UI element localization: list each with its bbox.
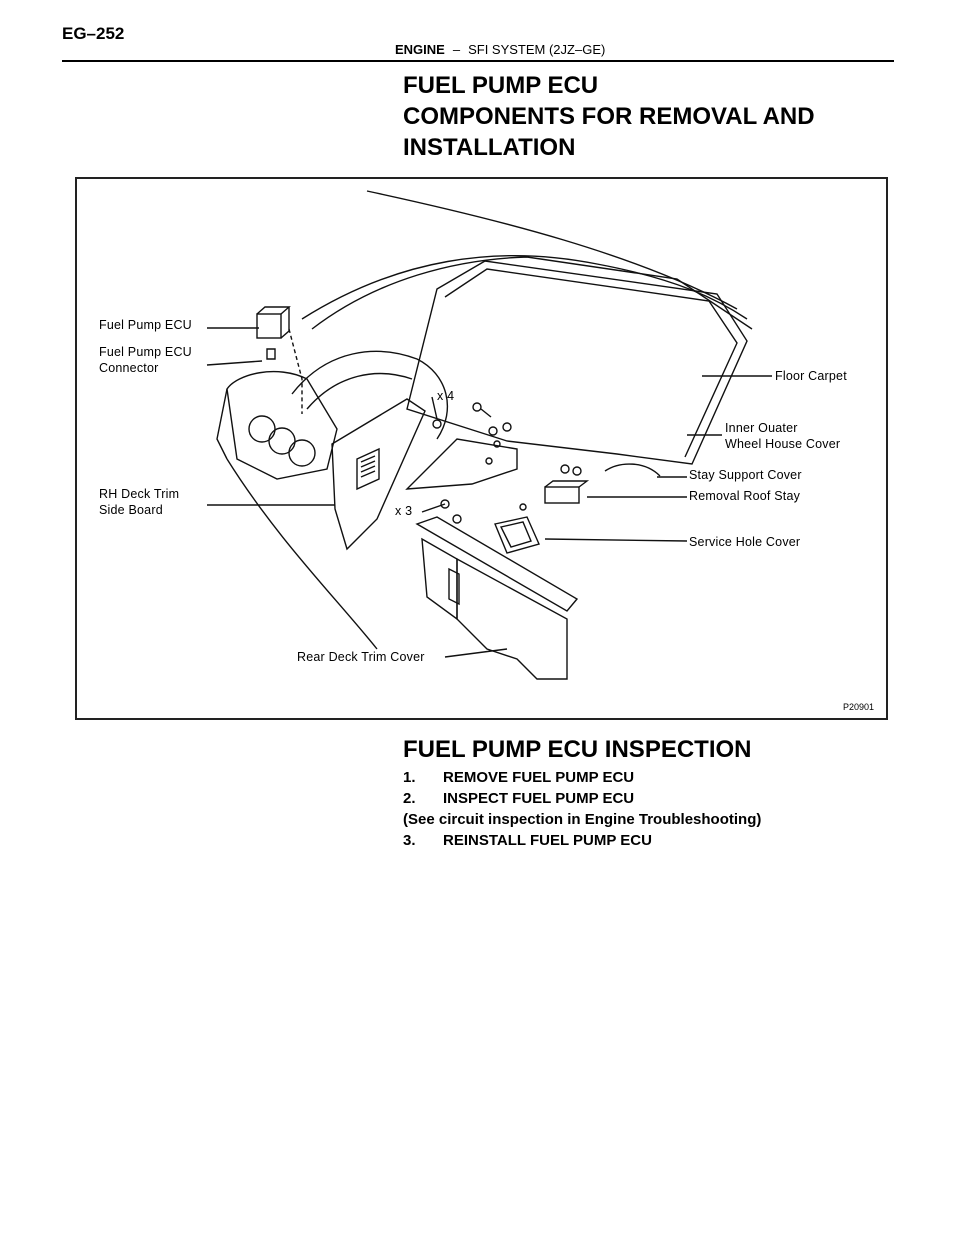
exploded-view-drawing	[206, 190, 772, 680]
step-1: 1. REMOVE FUEL PUMP ECU	[403, 767, 761, 788]
label-rear-deck-trim-cover: Rear Deck Trim Cover	[297, 650, 425, 664]
label-service-hole-cover: Service Hole Cover	[689, 535, 801, 549]
components-figure: Fuel Pump ECU Fuel Pump ECU Connector RH…	[75, 177, 888, 720]
subsection-name: SFI SYSTEM (2JZ–GE)	[468, 42, 606, 57]
step-number: 2.	[403, 790, 416, 807]
step-2-note: (See circuit inspection in Engine Troubl…	[403, 811, 762, 828]
running-head: ENGINE–SFI SYSTEM (2JZ–GE)	[395, 42, 605, 57]
title-line-3: INSTALLATION	[403, 134, 576, 161]
step-number: 1.	[403, 769, 416, 786]
label-stay-support-cover: Stay Support Cover	[689, 468, 802, 482]
inspection-heading: FUEL PUMP ECU INSPECTION	[403, 736, 752, 763]
label-inner-wheel-house-line2: Wheel House Cover	[725, 437, 841, 451]
label-fuel-pump-ecu-connector-line2: Connector	[99, 361, 159, 375]
step-3: 3. REINSTALL FUEL PUMP ECU	[403, 830, 761, 851]
label-floor-carpet: Floor Carpet	[775, 369, 847, 383]
section-name: ENGINE	[395, 42, 445, 57]
label-qty-x4: x 4	[437, 389, 455, 403]
figure-id: P20901	[842, 702, 874, 712]
step-text: REMOVE FUEL PUMP ECU	[443, 769, 635, 786]
inspection-steps: 1. REMOVE FUEL PUMP ECU 2. INSPECT FUEL …	[403, 767, 761, 851]
title-line-1: FUEL PUMP ECU	[403, 72, 599, 99]
label-fuel-pump-ecu-connector-line1: Fuel Pump ECU	[99, 345, 192, 359]
title-line-2: COMPONENTS FOR REMOVAL AND	[403, 103, 815, 130]
label-rh-deck-trim-line1: RH Deck Trim	[99, 487, 180, 501]
header-rule	[62, 60, 894, 62]
page-title: FUEL PUMP ECU COMPONENTS FOR REMOVAL AND…	[403, 70, 815, 163]
label-rh-deck-trim-line2: Side Board	[99, 503, 163, 517]
step-text: REINSTALL FUEL PUMP ECU	[443, 832, 652, 849]
step-text: INSPECT FUEL PUMP ECU	[443, 790, 635, 807]
label-fuel-pump-ecu: Fuel Pump ECU	[99, 318, 192, 332]
label-qty-x3: x 3	[395, 504, 413, 518]
label-removal-roof-stay: Removal Roof Stay	[689, 489, 801, 503]
step-number: 3.	[403, 832, 416, 849]
label-inner-wheel-house-line1: Inner Ouater	[725, 421, 798, 435]
page-number: EG–252	[62, 24, 125, 43]
header-separator: –	[452, 42, 461, 57]
step-2: 2. INSPECT FUEL PUMP ECU	[403, 788, 761, 809]
